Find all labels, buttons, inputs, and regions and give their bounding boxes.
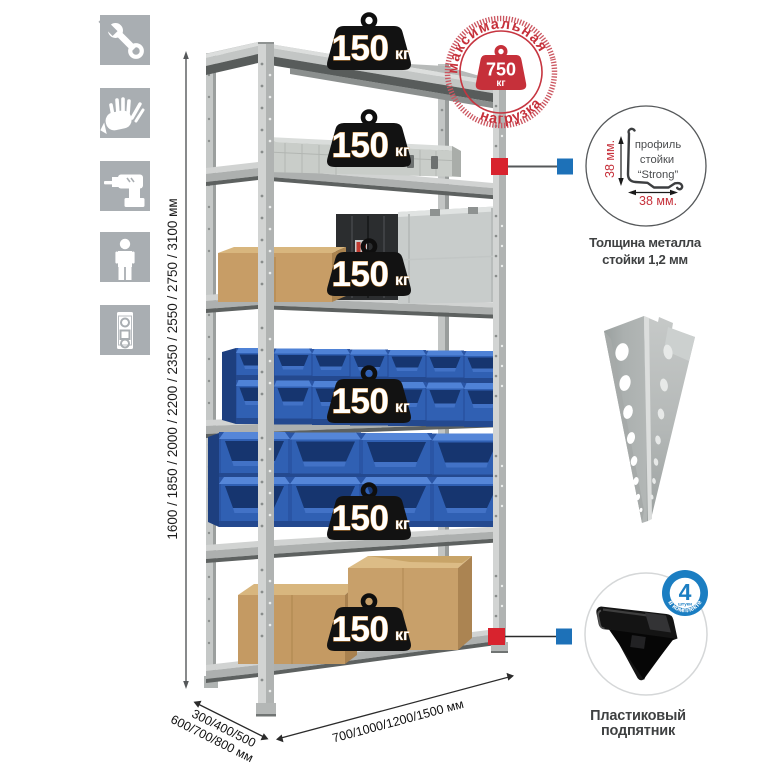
svg-text:стойки 1,2 мм: стойки 1,2 мм	[602, 252, 688, 267]
svg-text:кг: кг	[496, 78, 505, 89]
svg-text:38 мм.: 38 мм.	[603, 140, 617, 178]
svg-text:750: 750	[486, 60, 516, 80]
svg-text:Толщина металла: Толщина металла	[589, 235, 702, 250]
svg-text:“Strong”: “Strong”	[638, 169, 679, 181]
svg-text:Пластиковый: Пластиковый	[590, 708, 686, 724]
svg-text:1600 / 1850 / 2000 / 2200 / 23: 1600 / 1850 / 2000 / 2200 / 2350 / 2550 …	[165, 198, 180, 539]
svg-text:стойки: стойки	[640, 154, 674, 166]
svg-text:38 мм.: 38 мм.	[639, 194, 677, 208]
svg-text:4: 4	[679, 579, 692, 605]
svg-text:подпятник: подпятник	[601, 723, 676, 739]
svg-text:штуки: штуки	[678, 602, 692, 607]
svg-text:профиль: профиль	[635, 139, 681, 151]
